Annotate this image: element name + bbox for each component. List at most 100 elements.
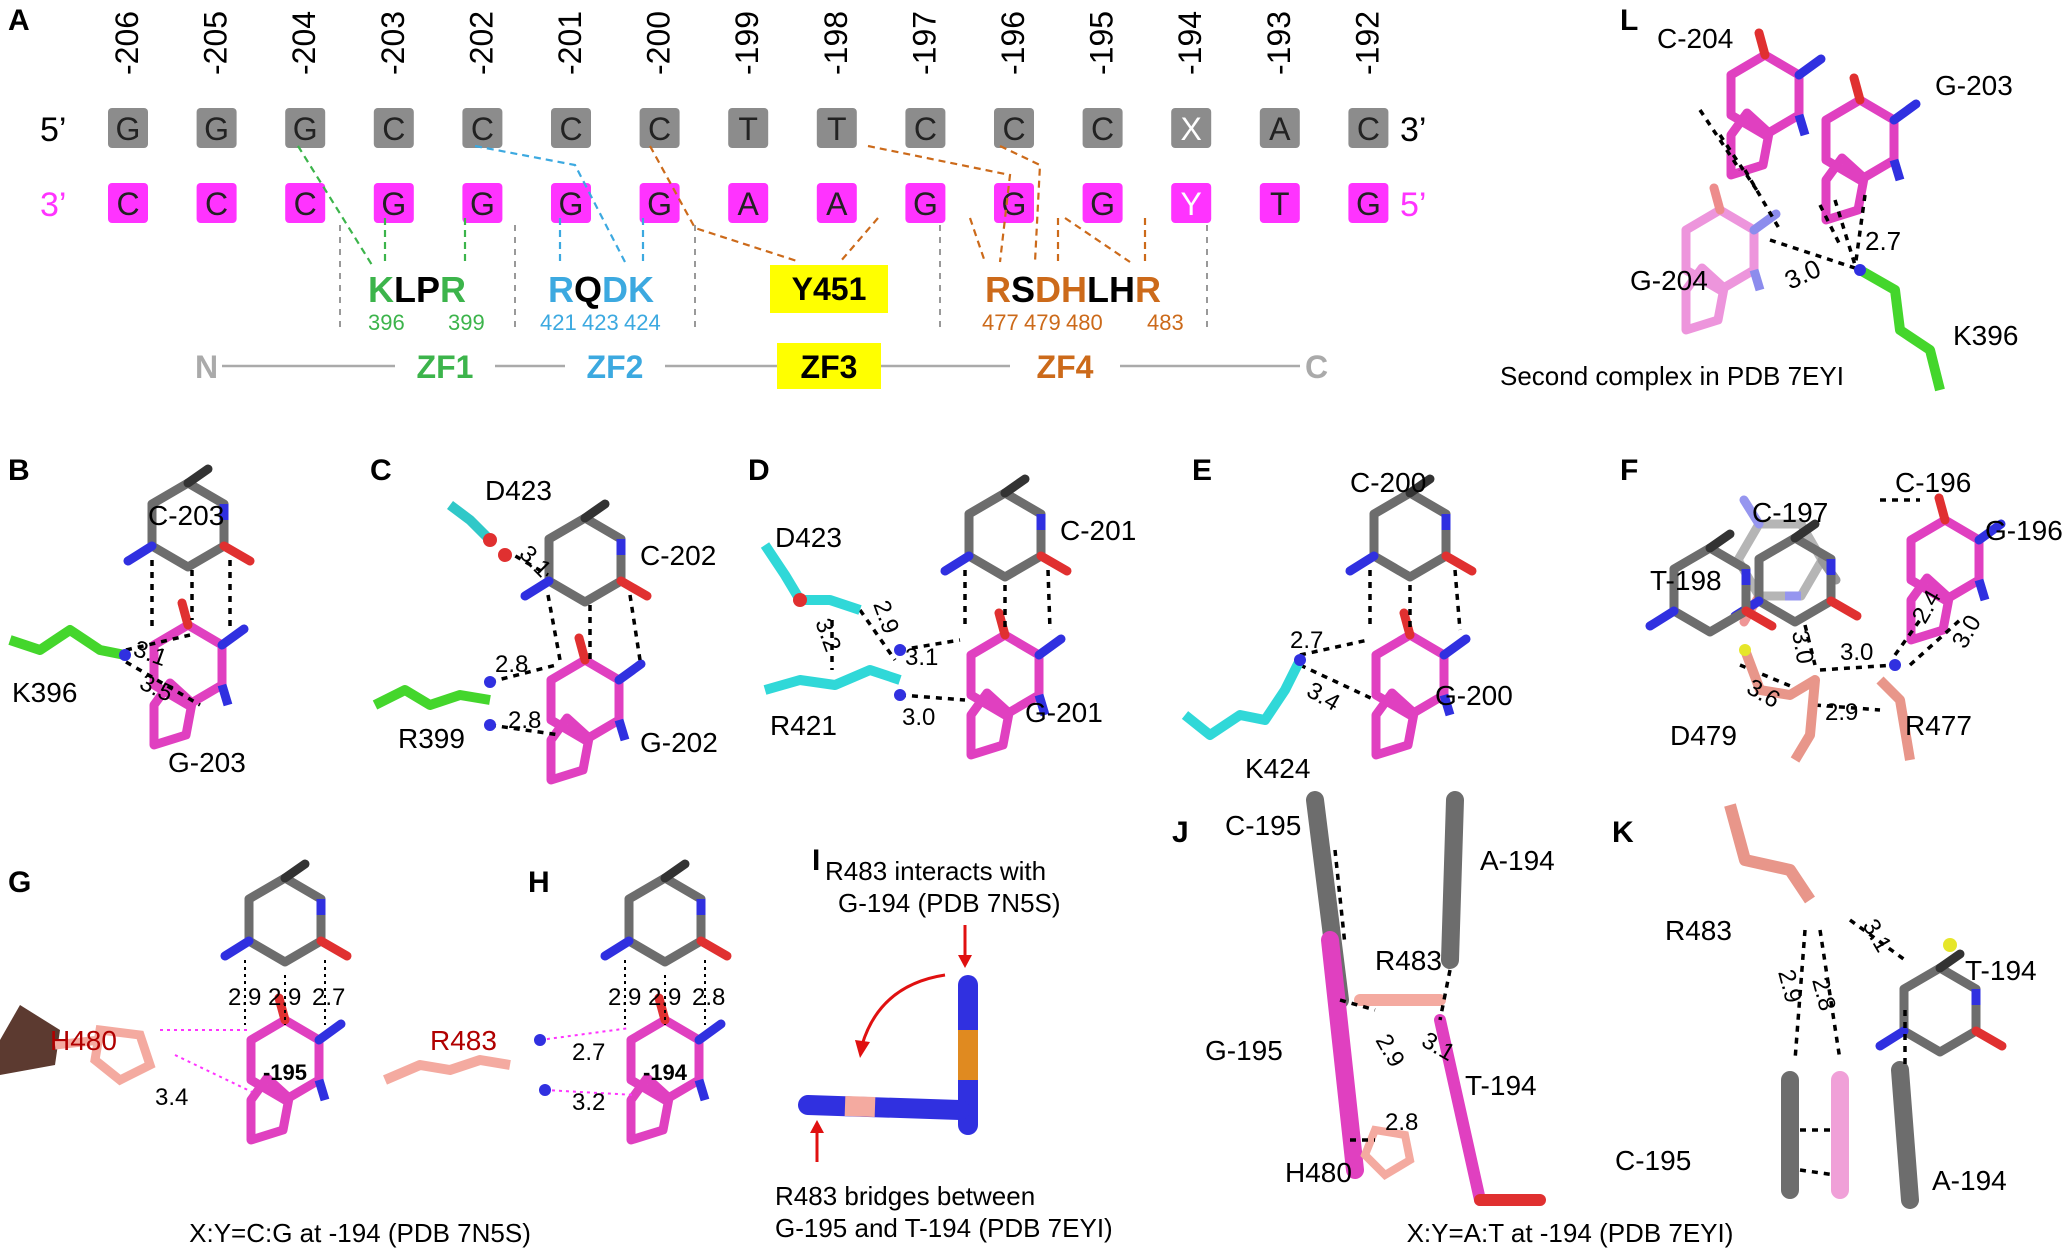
- label-k396-l: K396: [1953, 320, 2018, 351]
- position-label: -196: [995, 11, 1031, 75]
- panel-i: R483 interacts with G-194 (PDB 7N5S) R48…: [775, 856, 1113, 1243]
- dist-l2: 3.0: [1780, 253, 1825, 295]
- top-base-letter: C: [382, 111, 405, 147]
- bottom-strand-3prime: 3’: [40, 186, 66, 224]
- dist-h5: 3.2: [572, 1089, 605, 1116]
- domain-zf4: ZF4: [1037, 349, 1094, 385]
- dist-g2: 2.9: [268, 984, 301, 1011]
- position-label: -193: [1261, 11, 1297, 75]
- top-base-letter: T: [738, 111, 758, 147]
- label-c201: C-201: [1060, 515, 1136, 546]
- label-g195-j: G-195: [1205, 1035, 1283, 1066]
- bottom-base-letter: G: [1356, 186, 1381, 222]
- panel-letter-g: G: [8, 866, 31, 899]
- num-483: 483: [1147, 310, 1184, 335]
- panel-e: C-200 G-200 K424 2.7 3.4: [1181, 467, 1513, 784]
- position-label: -204: [286, 11, 322, 75]
- position-label: -200: [641, 11, 677, 75]
- label-h480-g: H480: [50, 1025, 117, 1056]
- top-base-letter: C: [559, 111, 582, 147]
- top-base-letter: T: [827, 111, 847, 147]
- top-base-letter: G: [204, 111, 229, 147]
- num-477: 477: [982, 310, 1019, 335]
- dist-e2: 3.4: [1302, 677, 1344, 717]
- bottom-base-box: [1348, 183, 1389, 223]
- bottom-base-letter: A: [738, 186, 760, 222]
- dist-e1: 2.7: [1290, 627, 1323, 654]
- dist-h2: 2.9: [648, 984, 681, 1011]
- label-c204-l: C-204: [1657, 23, 1733, 54]
- label-a194-k: A-194: [1932, 1165, 2007, 1196]
- dist-f6: 2.9: [1825, 699, 1858, 726]
- top-base-box: [1348, 108, 1389, 148]
- panel-letter-d: D: [748, 454, 770, 487]
- dist-d3: 3.1: [905, 644, 938, 671]
- bottom-base-box: [462, 183, 503, 223]
- label-c200: C-200: [1350, 467, 1426, 498]
- contact-lines: [297, 144, 1147, 266]
- panel-letter-b: B: [8, 454, 30, 487]
- label-g196-f: G-196: [1985, 515, 2063, 546]
- bottom-base-box: [639, 183, 680, 223]
- panel-letter-e: E: [1192, 454, 1212, 487]
- panel-c: D423 C-202 R399 G-202 3.1 2.8 2.8: [372, 475, 718, 780]
- bottom-base-letter: G: [470, 186, 495, 222]
- domain-zf3: ZF3: [801, 349, 858, 385]
- dist-b2: 3.5: [135, 669, 177, 708]
- top-base-box: [462, 108, 503, 148]
- top-base-box: [1259, 108, 1300, 148]
- dist-k1: 2.9: [1772, 967, 1807, 1006]
- bottom-base-box: [551, 183, 591, 223]
- label-r477: R477: [1905, 710, 1972, 741]
- bottom-base-letter: G: [647, 186, 672, 222]
- position-label: -206: [109, 11, 145, 75]
- zf2-motif: RQDK: [548, 269, 654, 310]
- contact-g197-y451: [839, 217, 879, 263]
- label-g202: G-202: [640, 727, 718, 758]
- top-strand-5prime: 5’: [40, 111, 66, 149]
- panel-l: C-204 G-203 G-204 K396 2.7 3.0 Second co…: [1500, 23, 2018, 392]
- top-base-box: [551, 108, 591, 148]
- center-194: -194: [643, 1060, 688, 1085]
- bottom-base-box: [1259, 183, 1300, 223]
- label-d479: D479: [1670, 720, 1737, 751]
- label-c196-f: C-196: [1895, 467, 1971, 498]
- bottom-base-letter: G: [559, 186, 584, 222]
- top-base-box: [728, 108, 769, 148]
- zf1-motif: KLPR: [368, 269, 466, 310]
- domain-zf2: ZF2: [587, 349, 644, 385]
- dist-d2: 3.2: [809, 615, 846, 656]
- panel-letter-c: C: [370, 454, 392, 487]
- zf-separators: [339, 225, 1208, 330]
- top-base-letter: G: [293, 111, 318, 147]
- dist-f1: 3.0: [1786, 628, 1818, 666]
- bottom-base-box: [373, 183, 414, 223]
- panel-letter-f: F: [1620, 454, 1638, 487]
- position-label: -195: [1084, 11, 1120, 75]
- top-base-letter: C: [471, 111, 494, 147]
- label-r483-h: R483: [430, 1025, 497, 1056]
- c201-base: [945, 479, 1067, 577]
- num-396: 396: [368, 310, 405, 335]
- bottom-strand-5prime: 5’: [1400, 186, 1426, 224]
- panel-letter-i: I: [812, 844, 820, 877]
- dist-k2: 2.8: [1806, 975, 1841, 1014]
- label-g203: G-203: [168, 747, 246, 778]
- top-base-box: [994, 108, 1034, 148]
- label-r399: R399: [398, 723, 465, 754]
- bottom-base-letter: C: [294, 186, 317, 222]
- position-label: -194: [1172, 11, 1208, 75]
- top-base-box: [285, 108, 326, 148]
- position-label: -192: [1349, 11, 1385, 75]
- bottom-base-letter: G: [913, 186, 938, 222]
- label-c197-f: C-197: [1752, 497, 1828, 528]
- c-base-g: [225, 864, 347, 962]
- top-base-box: [1171, 108, 1212, 148]
- dist-f4: 3.0: [1947, 611, 1987, 653]
- g203-base-l: [1826, 78, 1916, 220]
- dist-f2: 3.0: [1840, 639, 1873, 666]
- zf3-box: [777, 343, 881, 389]
- panel-b: C-203 G-203 K396 3.1 3.5: [8, 469, 250, 778]
- top-base-box: [639, 108, 680, 148]
